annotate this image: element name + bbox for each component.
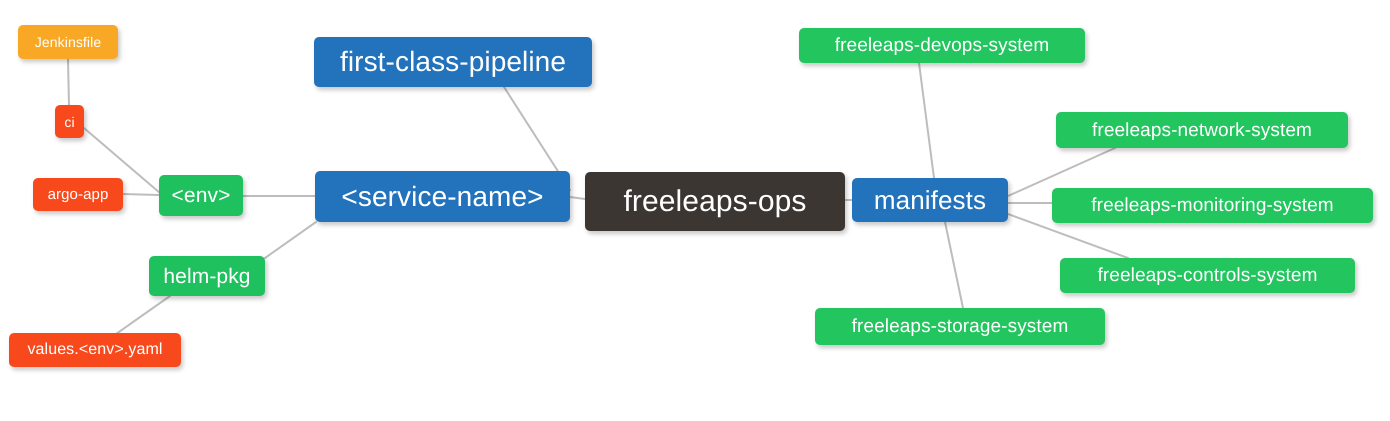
- mindmap-node-label-argo-app: argo-app: [47, 186, 109, 203]
- mindmap-node-freeleaps-monitoring-system[interactable]: freeleaps-monitoring-system: [1052, 188, 1373, 223]
- mindmap-edge-manifests-to-freeleaps-storage-system: [944, 221, 964, 309]
- mindmap-node-label-freeleaps-controls-system: freeleaps-controls-system: [1097, 265, 1318, 286]
- mindmap-edge-manifests-to-freeleaps-devops-system: [918, 62, 935, 179]
- mindmap-edge-helm-pkg-to-values-yaml: [115, 295, 171, 335]
- mindmap-node-freeleaps-controls-system[interactable]: freeleaps-controls-system: [1060, 258, 1355, 293]
- mindmap-node-freeleaps-ops[interactable]: freeleaps-ops: [585, 172, 845, 231]
- mindmap-node-label-env: <env>: [171, 184, 231, 207]
- mindmap-edge-argo-app-to-env: [122, 193, 160, 196]
- mindmap-node-freeleaps-storage-system[interactable]: freeleaps-storage-system: [815, 308, 1105, 345]
- mindmap-node-label-freeleaps-storage-system: freeleaps-storage-system: [851, 316, 1069, 337]
- mindmap-node-label-freeleaps-network-system: freeleaps-network-system: [1092, 119, 1312, 141]
- mindmap-edge-jenkinsfile-to-ci: [67, 58, 70, 107]
- mindmap-node-manifests[interactable]: manifests: [852, 178, 1008, 222]
- mindmap-edge-service-name-to-helm-pkg: [264, 221, 317, 259]
- mindmap-node-helm-pkg[interactable]: helm-pkg: [149, 256, 265, 296]
- mindmap-node-label-manifests: manifests: [873, 185, 987, 215]
- mindmap-node-label-freeleaps-monitoring-system: freeleaps-monitoring-system: [1091, 195, 1334, 216]
- mindmap-node-values-yaml[interactable]: values.<env>.yaml: [9, 333, 181, 367]
- mindmap-node-label-ci: ci: [64, 113, 75, 130]
- mindmap-node-first-class-pipeline[interactable]: first-class-pipeline: [314, 37, 592, 87]
- mindmap-node-freeleaps-network-system[interactable]: freeleaps-network-system: [1056, 112, 1348, 148]
- mindmap-node-label-service-name: <service-name>: [341, 180, 544, 212]
- mindmap-node-label-freeleaps-devops-system: freeleaps-devops-system: [834, 35, 1050, 56]
- mindmap-node-label-first-class-pipeline: first-class-pipeline: [339, 46, 567, 77]
- mindmap-node-freeleaps-devops-system[interactable]: freeleaps-devops-system: [799, 28, 1085, 63]
- mindmap-node-env[interactable]: <env>: [159, 175, 243, 216]
- mindmap-node-label-values-yaml: values.<env>.yaml: [27, 341, 163, 358]
- mindmap-node-label-helm-pkg: helm-pkg: [163, 264, 251, 288]
- mindmap-node-argo-app[interactable]: argo-app: [33, 178, 123, 211]
- mindmap-node-label-jenkinsfile: Jenkinsfile: [34, 34, 102, 50]
- mindmap-node-label-freeleaps-ops: freeleaps-ops: [623, 184, 807, 218]
- mindmap-node-ci[interactable]: ci: [55, 105, 84, 138]
- mindmap-node-jenkinsfile[interactable]: Jenkinsfile: [18, 25, 118, 59]
- mindmap-node-service-name[interactable]: <service-name>: [315, 171, 570, 222]
- mindmap-edge-service-name-to-freeleaps-ops: [569, 196, 586, 200]
